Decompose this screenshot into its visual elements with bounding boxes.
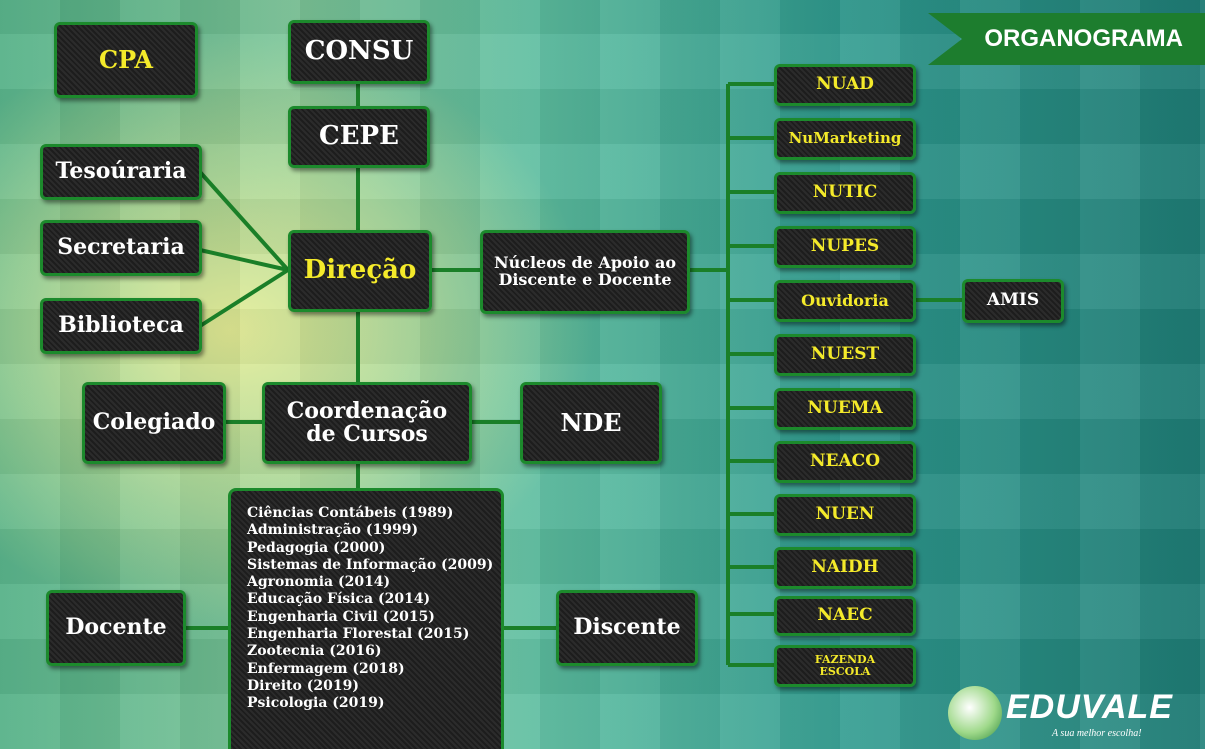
colegiado-box: Colegiado <box>82 382 226 464</box>
nucleo-numarketing: NuMarketing <box>774 118 916 160</box>
cepe-box: CEPE <box>288 106 430 168</box>
direcao-box: Direção <box>288 230 432 312</box>
eduvale-logo: EDUVALE A sua melhor escolha! <box>948 682 1198 744</box>
consu-box: CONSU <box>288 20 430 84</box>
organograma-banner: ORGANOGRAMA <box>928 13 1205 65</box>
nucleo-nuad: NUAD <box>774 64 916 106</box>
curso-item: Educação Física (2014) <box>247 591 431 608</box>
biblioteca-box: Biblioteca <box>40 298 202 354</box>
banner-title: ORGANOGRAMA <box>984 25 1183 52</box>
discente-box: Discente <box>556 590 698 666</box>
logo-tagline: A sua melhor escolha! <box>1052 728 1142 739</box>
curso-item: Engenharia Florestal (2015) <box>247 626 470 643</box>
nde-box: NDE <box>520 382 662 464</box>
tesouraria-box: Tesoúraria <box>40 144 202 200</box>
nucleo-fazenda-escola: FAZENDA ESCOLA <box>774 645 916 687</box>
curso-item: Agronomia (2014) <box>247 574 391 591</box>
coordenacao-box: Coordenação de Cursos <box>262 382 472 464</box>
curso-item: Pedagogia (2000) <box>247 539 386 556</box>
nucleos-box: Núcleos de Apoio ao Discente e Docente <box>480 230 690 314</box>
cpa-box: CPA <box>54 22 198 98</box>
curso-item: Ciências Contábeis (1989) <box>247 505 454 521</box>
curso-item: Sistemas de Informação (2009) <box>247 556 494 573</box>
curso-item: Engenharia Civil (2015) <box>247 608 435 625</box>
nucleo-naidh: NAIDH <box>774 547 916 589</box>
curso-item: Enfermagem (2018) <box>247 660 405 677</box>
nucleo-ouvidoria: Ouvidoria <box>774 280 916 322</box>
cursos-list: Ciências Contábeis (1989) Administração … <box>228 488 504 749</box>
nucleo-nupes: NUPES <box>774 226 916 268</box>
nucleo-nuema: NUEMA <box>774 388 916 430</box>
curso-item: Direito (2019) <box>247 677 359 694</box>
docente-box: Docente <box>46 590 186 666</box>
nucleo-nuen: NUEN <box>774 494 916 536</box>
nucleo-naec: NAEC <box>774 596 916 636</box>
nucleo-nutic: NUTIC <box>774 172 916 214</box>
curso-item: Psicologia (2019) <box>247 695 385 712</box>
amis-box: AMIS <box>962 279 1064 323</box>
logo-name: EDUVALE <box>1006 688 1173 726</box>
secretaria-box: Secretaria <box>40 220 202 276</box>
nucleo-neaco: NEACO <box>774 441 916 483</box>
curso-item: Administração (1999) <box>247 522 419 539</box>
nucleo-nuest: NUEST <box>774 334 916 376</box>
eduvale-emblem-icon <box>948 686 1002 740</box>
curso-item: Zootecnia (2016) <box>247 643 382 660</box>
